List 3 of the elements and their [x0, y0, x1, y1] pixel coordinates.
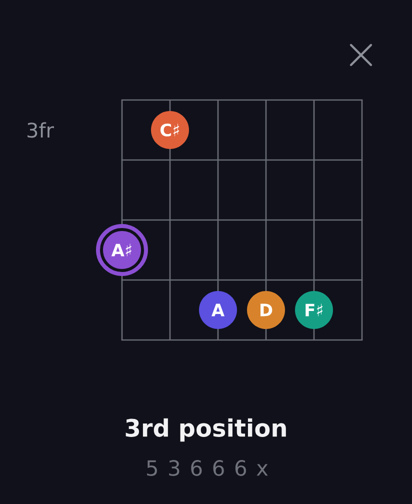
chord-title: 3rd position	[126, 418, 286, 442]
fingering-code: 5 3 6 6 6 x	[147, 460, 268, 476]
fret-number: 3fr	[28, 122, 54, 138]
